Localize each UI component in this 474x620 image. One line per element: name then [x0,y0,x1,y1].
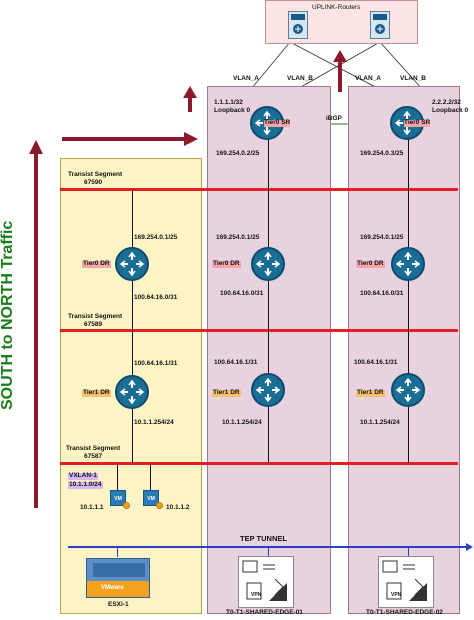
vm-power-icon [156,502,163,509]
edge-02-tier0-ip-bottom: 100.64.16.0/31 [360,290,404,297]
edge-02-sr-label: Tier0 SR [404,119,431,127]
segment-line-67590 [60,188,458,191]
edge-02-panel [348,86,460,614]
esxi-brand: VMware [101,585,124,591]
tier1-ip-top: 100.64.16.1/31 [134,360,178,367]
edge-02-vlan-b: VLAN_B [400,75,427,82]
edge-01-vlan-a: VLAN_A [233,75,260,82]
tep-drop [117,547,118,557]
edge-01-appliance-icon: VPN [238,556,294,608]
side-title-wrap: SOUTH to NORTH Traffic [0,210,20,410]
uplink-switch-icon [370,11,390,39]
edge-01-panel [207,86,331,614]
vm-2-ip: 10.1.1.2 [166,504,190,511]
segment-name: Transist Segment [66,445,121,452]
uplink-title: UPLINK-Routers [312,4,361,11]
edge-02-tier1-ip-top: 100.64.16.1/31 [354,359,398,366]
esxi-connector [132,190,133,463]
segment-line-67589 [60,329,458,332]
vm-icon: VM [110,490,126,506]
vxlan-subnet: 10.1.1.0/24 [68,481,103,489]
segment-name: Transist Segment [68,171,123,178]
edge-01-tier1-dr-router-icon [251,373,285,407]
segment-id: 67587 [84,453,103,460]
edge-01-vlan-b: VLAN_B [287,75,314,82]
edge-01-vpn-label: VPN [251,592,262,598]
edge-01-tier1-ip-bottom: 10.1.1.254/24 [222,419,262,426]
edge-01-tier0-dr-router-icon [251,247,285,281]
edge-02-loopback-label: Loopback 0 [432,107,469,114]
edge-02-loopback-ip: 2.2.2.2/32 [432,99,461,106]
edge-01-loopback-ip: 1.1.1.1/32 [214,99,243,106]
edge-02-sr-ip: 169.254.0.3/25 [360,150,404,157]
edge-01-sr-ip: 169.254.0.2/25 [216,150,260,157]
edge-01-tier1-ip-top: 100.64.16.1/31 [214,359,258,366]
tier0-ip-bottom: 100.64.16.0/31 [134,294,178,301]
edge-01-tier0-ip-bottom: 100.64.16.0/31 [220,290,264,297]
edge-01-tier1-dr-label: Tier1 DR [212,389,241,397]
uplink-switch-icon [288,11,308,39]
edge-02-name: T0-T1-SHARED-EDGE-02 [366,609,443,616]
tier0-dr-router-icon [115,247,149,281]
edge-01-sr-label: Tier0 SR [264,119,291,127]
esxi-host-icon: VMware [86,558,150,598]
edge-02-tier1-ip-bottom: 10.1.1.254/24 [360,419,400,426]
vm-2-link [150,464,151,490]
uplink-routers-box: UPLINK-Routers [265,0,418,44]
tep-drop [268,547,269,557]
edge-02-appliance-icon: VPN [378,556,434,608]
tier1-dr-label: Tier1 DR [82,389,111,397]
edge-02-tier0-dr-router-icon [391,247,425,281]
tep-tunnel-line [68,546,470,548]
segment-id: 67590 [84,179,103,186]
edge-02-vlan-a: VLAN_A [355,75,382,82]
edge-02-vpn-label: VPN [391,592,402,598]
tep-drop [408,547,409,557]
tier1-dr-router-icon [115,375,149,409]
side-title: SOUTH to NORTH Traffic [0,220,16,410]
edge-01-connector [268,126,269,463]
tier0-ip-top: 169.254.0.1/25 [134,234,178,241]
edge-02-tier0-sr-router-icon [390,106,424,140]
edge-01-tier0-dr-label: Tier0 DR [212,260,241,268]
tier1-ip-bottom: 10.1.1.254/24 [134,419,174,426]
segment-line-67587 [60,462,458,465]
edge-01-loopback-label: Loopback 0 [214,107,251,114]
segment-name: Transist Segment [68,313,123,320]
esxi-name: ESXi-1 [108,601,129,608]
edge-01-name: T0-T1-SHARED-EDGE-01 [226,609,303,616]
edge-02-tier0-dr-label: Tier0 DR [356,260,385,268]
ibgp-label: iBGP [326,115,342,122]
edge-02-tier0-ip-top: 169.254.0.1/25 [360,234,404,241]
vm-1-ip: 10.1.1.1 [80,504,104,511]
edge-02-connector [408,126,409,463]
segment-id: 67589 [84,321,103,328]
vm-1-link [117,464,118,490]
edge-02-tier1-dr-label: Tier1 DR [356,389,385,397]
vm-icon: VM [143,490,159,506]
tier0-dr-label: Tier0 DR [82,260,111,268]
edge-02-tier1-dr-router-icon [391,373,425,407]
vm-power-icon [123,502,130,509]
vxlan-name: VXLAN-1 [68,472,98,480]
tep-arrow-icon [466,543,473,551]
tep-label: TEP TUNNEL [240,534,287,543]
edge-01-tier0-ip-top: 169.254.0.1/25 [216,234,260,241]
